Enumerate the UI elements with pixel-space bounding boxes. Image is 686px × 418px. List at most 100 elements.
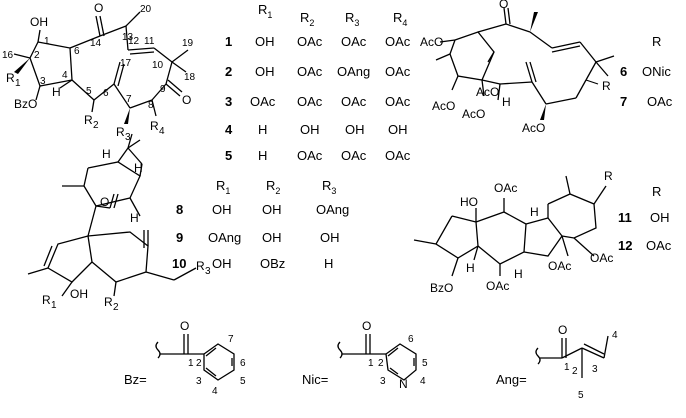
atom-label: O — [499, 0, 508, 11]
atom-number: 7 — [228, 334, 234, 345]
table-cell: OAng — [316, 202, 349, 217]
table-compounds-6-7: R 6 ONic 7 OAc — [620, 34, 673, 109]
atom-number: 12 — [128, 36, 140, 47]
atom-number: 5 — [240, 376, 246, 387]
structure-4: BzO HO OAc OAc H H R OAc OAc H — [413, 169, 613, 295]
bz-label: Bz= — [124, 372, 147, 387]
compound-number: 11 — [618, 210, 632, 225]
atom-number: 2 — [196, 358, 202, 369]
atom-label: O — [94, 1, 103, 15]
atom-number: 17 — [120, 58, 132, 69]
atom-number: 5 — [422, 358, 428, 369]
atom-label: R — [42, 293, 51, 307]
table-cell: H — [324, 256, 333, 271]
atom-number: 4 — [62, 70, 68, 81]
atom-number: 16 — [2, 50, 14, 61]
table-cell: OH — [255, 64, 275, 79]
atom-label: R — [602, 79, 611, 93]
table-cell: OAc — [250, 94, 276, 109]
compound-number: 2 — [225, 64, 232, 79]
atom-number: 6 — [408, 334, 414, 345]
carbonyl-o: O — [180, 319, 189, 333]
table-header: R3 — [345, 10, 359, 28]
atom-number: 2 — [34, 50, 40, 61]
atom-number: 5 — [578, 390, 584, 401]
atom-label-sub: 3 — [125, 132, 131, 143]
table-cell: OH — [650, 210, 670, 225]
atom-label: H — [514, 267, 523, 281]
atom-label: H — [130, 211, 139, 225]
atom-number: 13 — [122, 32, 134, 43]
atom-number: 1 — [44, 36, 50, 47]
atom-label: OAc — [548, 259, 571, 273]
atom-label: R — [104, 295, 113, 309]
atom-number: 11 — [144, 36, 155, 47]
table-cell: OAc — [297, 64, 323, 79]
atom-label: BzO — [430, 281, 453, 295]
table-cell: OAc — [297, 148, 323, 163]
table-cell: OAc — [297, 34, 323, 49]
atom-number: 3 — [196, 376, 202, 387]
atom-number: 14 — [90, 38, 102, 49]
atom-number: 4 — [420, 376, 426, 387]
compound-number: 10 — [172, 256, 186, 271]
table-cell: H — [258, 148, 267, 163]
atom-number: 6 — [240, 358, 246, 369]
table-header: R4 — [393, 10, 407, 28]
atom-label: OH — [30, 15, 48, 29]
table-cell: OAc — [385, 34, 411, 49]
table-cell: OAng — [337, 64, 370, 79]
table-cell: OH — [388, 122, 408, 137]
table-cell: OAc — [646, 238, 672, 253]
atom-number: 4 — [212, 386, 218, 397]
table-header: R2 — [300, 10, 314, 28]
atom-number: 6 — [74, 46, 80, 57]
atom-number: 1 — [368, 358, 374, 369]
atom-number: 6 — [103, 88, 109, 99]
structure-3: H H O H R 1 OH R 2 R 3 — [27, 133, 211, 313]
atom-label: BzO — [14, 97, 37, 111]
atom-number: 1 — [188, 358, 194, 369]
atom-label: R — [196, 259, 205, 273]
compound-number: 12 — [618, 238, 632, 253]
table-cell: OH — [212, 256, 232, 271]
table-compounds-8-10: R1 R2 R3 8 OH OH OAng 9 OAng OH OH 10 OH… — [172, 178, 349, 271]
atom-label: R — [6, 71, 15, 85]
atom-label: H — [530, 205, 539, 219]
atom-number: 3 — [40, 76, 46, 87]
atom-number: 18 — [184, 72, 196, 83]
atom-label-sub: 2 — [113, 302, 119, 313]
table-cell: H — [258, 122, 267, 137]
atom-label-sub: 2 — [93, 120, 99, 131]
table-cell: OH — [320, 230, 340, 245]
table-cell: OAc — [385, 94, 411, 109]
atom-label: OAc — [486, 279, 509, 293]
atom-number: 7 — [126, 94, 132, 105]
atom-label: R — [150, 119, 159, 133]
atom-number: 2 — [572, 366, 578, 377]
carbonyl-o: O — [362, 319, 371, 333]
table-compounds-11-12: R 11 OH 12 OAc — [618, 184, 672, 253]
table-cell: OAc — [385, 148, 411, 163]
structure-2: O R AcO H AcO AcO AcO AcO — [420, 0, 615, 135]
compound-number: 5 — [225, 148, 232, 163]
table-compounds-1-5: R1 R2 R3 R4 1 OH OAc OAc OAc 2 OH OAc OA… — [225, 2, 411, 163]
atom-number: 9 — [160, 84, 166, 95]
table-cell: OH — [262, 202, 282, 217]
atom-label: H — [134, 161, 143, 175]
compound-number: 6 — [620, 64, 627, 79]
atom-label: AcO — [420, 35, 443, 49]
atom-label: R — [84, 113, 93, 127]
table-cell: OAc — [297, 94, 323, 109]
structure-1: OH 1 16 2 R 1 3 BzO 4 H 5 R 2 6 6 17 7 R… — [2, 1, 196, 143]
atom-label: AcO — [522, 121, 545, 135]
atom-label: OAc — [494, 181, 517, 195]
table-cell: OH — [300, 122, 320, 137]
table-cell: OH — [255, 34, 275, 49]
table-cell: ONic — [642, 64, 671, 79]
substituent-bz: Bz= O 1 2 3 4 5 6 7 — [124, 319, 246, 397]
atom-number: 8 — [148, 100, 154, 111]
atom-number: 4 — [612, 330, 618, 341]
atom-label: AcO — [462, 107, 485, 121]
atom-label-sub: 1 — [15, 78, 21, 89]
